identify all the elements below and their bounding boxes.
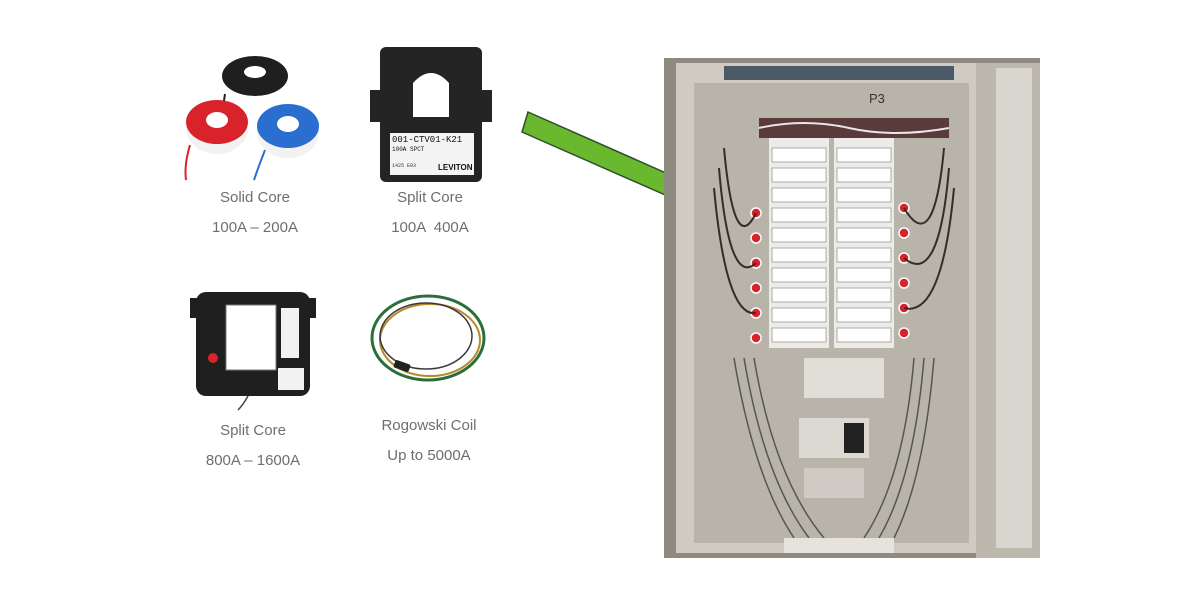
electrical-panel-photo: P3 bbox=[664, 58, 1040, 558]
caption-split-core-large-title: Split Core bbox=[220, 422, 286, 439]
split-core-large-image bbox=[188, 290, 318, 415]
split-core-small-image: 001-CTV01-K21 100A SPCT 1425 E03 LEVITON bbox=[368, 45, 493, 185]
split-core-spec-label: 100A SPCT bbox=[392, 146, 425, 153]
caption-solid-core-range: 100A – 200A bbox=[212, 219, 298, 236]
caption-split-core-small-title: Split Core bbox=[397, 189, 463, 206]
rogowski-coil-image bbox=[366, 290, 492, 390]
caption-split-core-large-range: 800A – 1600A bbox=[205, 452, 301, 469]
brand-logo: LEVITON bbox=[438, 163, 473, 172]
split-core-model-label: 001-CTV01-K21 bbox=[392, 135, 463, 145]
large-split-core-ct-icon bbox=[190, 292, 316, 411]
caption-split-core-small-range: 100A 400A bbox=[391, 219, 469, 236]
caption-rogowski-title: Rogowski Coil bbox=[381, 417, 477, 434]
solid-core-image bbox=[180, 50, 330, 185]
rogowski-coil-icon bbox=[370, 294, 486, 382]
panel-mark-label: P3 bbox=[869, 91, 885, 106]
split-core-code-label: 1425 E03 bbox=[392, 163, 417, 169]
caption-solid-core-title: Solid Core bbox=[219, 189, 291, 206]
caption-rogowski-range: Up to 5000A bbox=[387, 447, 471, 464]
solid-core-ct-icon bbox=[184, 56, 319, 181]
split-core-ct-icon bbox=[370, 47, 492, 182]
